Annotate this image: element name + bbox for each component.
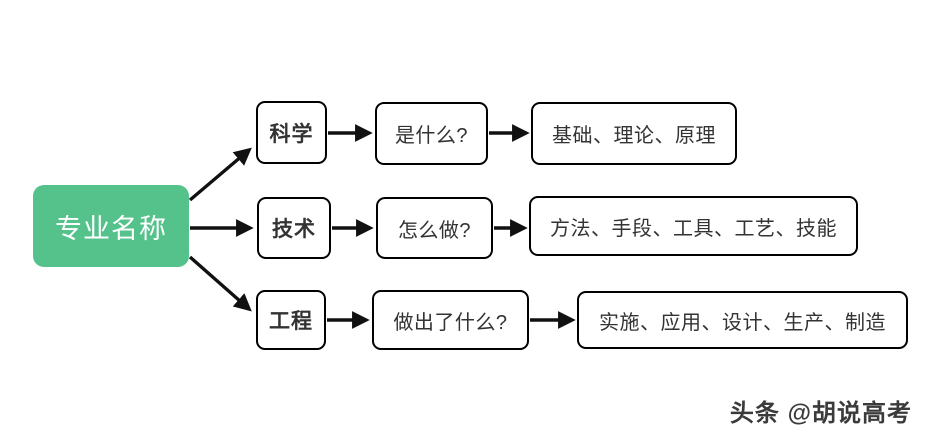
answer-node-engineering[interactable]: 实施、应用、设计、生产、制造: [577, 291, 908, 349]
connector-root-to-gongcheng: [188, 255, 252, 312]
category-node-technology[interactable]: 技术: [257, 197, 331, 259]
question-node-technology-label: 怎么做?: [397, 219, 472, 242]
root-node-label: 专业名称: [55, 213, 167, 244]
question-node-technology[interactable]: 怎么做?: [376, 197, 493, 259]
question-node-science[interactable]: 是什么?: [375, 102, 488, 165]
category-node-engineering-label: 工程: [269, 310, 313, 333]
question-node-engineering-label: 做出了什么?: [393, 311, 508, 334]
connector-root-to-kexue: [188, 147, 252, 202]
root-node-major-name[interactable]: 专业名称: [33, 185, 189, 267]
answer-node-engineering-label: 实施、应用、设计、生产、制造: [599, 311, 886, 334]
category-node-science[interactable]: 科学: [256, 101, 327, 164]
question-node-science-label: 是什么?: [394, 125, 469, 147]
answer-node-science[interactable]: 基础、理论、原理: [531, 102, 737, 165]
category-node-engineering[interactable]: 工程: [256, 290, 326, 350]
category-node-science-label: 科学: [269, 122, 314, 146]
answer-node-science-label: 基础、理论、原理: [552, 125, 716, 147]
question-node-engineering[interactable]: 做出了什么?: [372, 290, 529, 350]
category-node-technology-label: 技术: [272, 218, 316, 241]
answer-node-technology-label: 方法、手段、工具、工艺、技能: [550, 217, 837, 240]
answer-node-technology[interactable]: 方法、手段、工具、工艺、技能: [529, 196, 858, 256]
watermark: 头条 @胡说高考: [729, 400, 912, 427]
